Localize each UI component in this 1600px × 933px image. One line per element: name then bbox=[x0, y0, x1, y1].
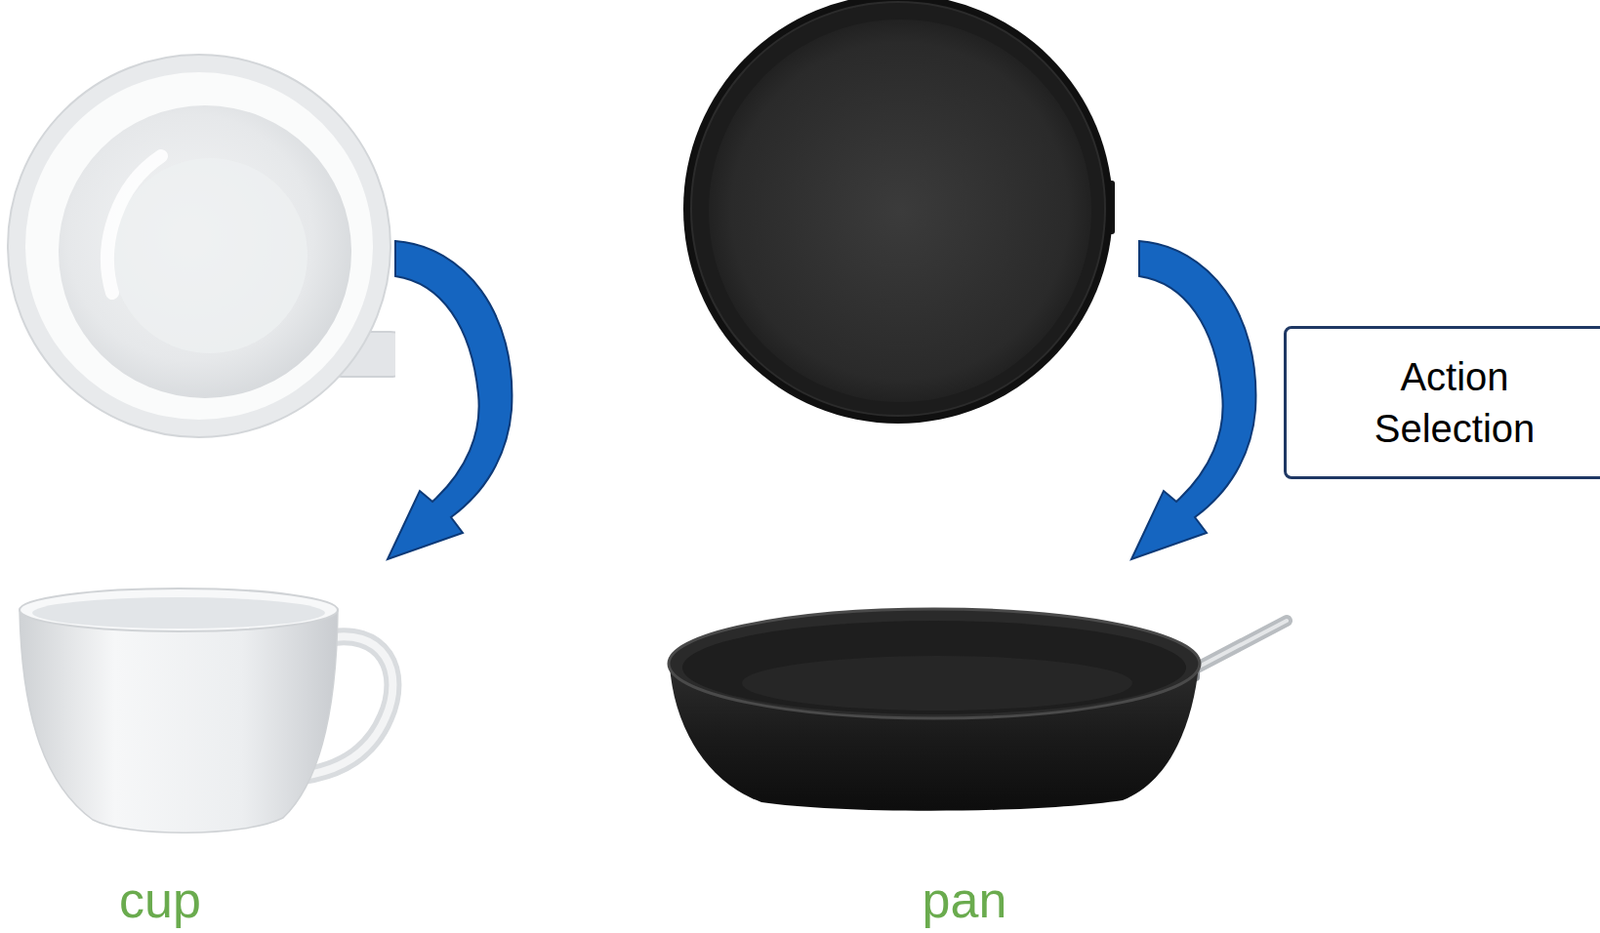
pan-top-view bbox=[683, 0, 1115, 424]
curved-arrow bbox=[387, 241, 512, 560]
cup-top-view bbox=[7, 54, 396, 438]
node-label: Action Selection bbox=[1352, 351, 1558, 455]
object-name: pan bbox=[922, 870, 1008, 930]
cup-side-view bbox=[19, 588, 393, 833]
pan-side-view bbox=[668, 609, 1287, 812]
process-box: Action Selection bbox=[1283, 326, 1600, 480]
curved-arrow bbox=[1131, 241, 1256, 560]
object-name: cup bbox=[119, 870, 202, 930]
transform-arrows bbox=[387, 241, 1256, 560]
